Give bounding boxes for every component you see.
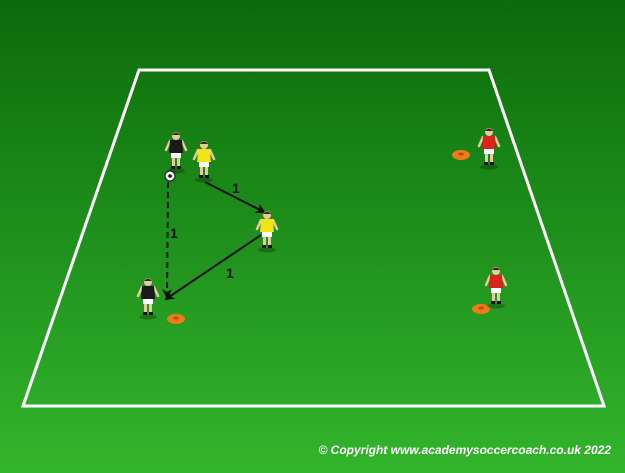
pitch-boundary [20,68,607,408]
run-arrow [162,181,173,299]
player-icon [136,276,160,321]
pass-arrow [164,234,262,301]
pass-arrow [204,181,266,213]
pass-label: 1 [226,265,234,281]
copyright-text: © Copyright www.academysoccercoach.co.uk… [318,443,611,457]
cone-icon [472,304,490,314]
pass-label: 1 [232,180,240,196]
player-icon [477,126,501,171]
player-icon [484,265,508,310]
player-icon [255,209,279,254]
cone-icon [167,314,185,324]
pass-label: 1 [170,225,178,241]
player-icon [192,139,216,184]
cone-icon [452,150,470,160]
player-icon [164,130,188,175]
soccer-ball-icon [164,170,176,182]
